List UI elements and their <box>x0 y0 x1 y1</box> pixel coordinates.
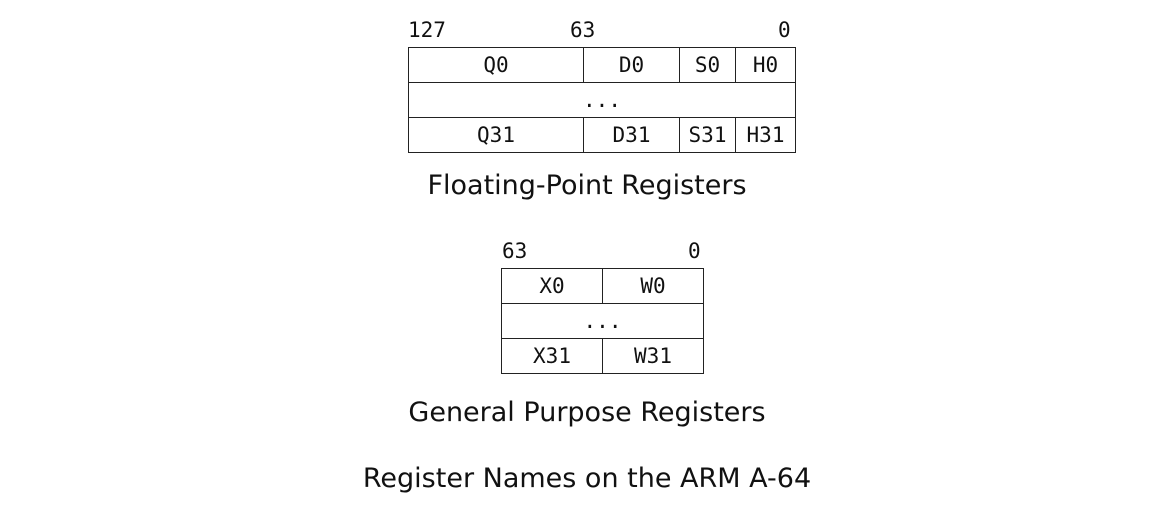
x31-cell: X31 <box>501 338 603 374</box>
fp-caption: Floating-Point Registers <box>427 170 747 201</box>
d31-cell: D31 <box>583 117 680 153</box>
q0-cell: Q0 <box>408 47 584 83</box>
fp-ellipsis-cell: ... <box>408 82 796 118</box>
h0-cell: H0 <box>735 47 796 83</box>
fp-register-row-first: Q0 D0 S0 H0 <box>408 47 796 83</box>
s31-cell: S31 <box>679 117 736 153</box>
x0-cell: X0 <box>501 268 603 304</box>
gp-register-row-ellipsis: ... <box>501 303 704 339</box>
w31-cell: W31 <box>602 338 704 374</box>
fp-bit-label-127: 127 <box>408 18 446 42</box>
d0-cell: D0 <box>583 47 680 83</box>
gp-ellipsis-cell: ... <box>501 303 704 339</box>
gp-bit-label-0: 0 <box>688 239 701 263</box>
fp-bit-label-63: 63 <box>570 18 596 42</box>
figure-caption: Register Names on the ARM A-64 <box>362 463 812 494</box>
h31-cell: H31 <box>735 117 796 153</box>
gp-register-row-last: X31 W31 <box>501 338 704 374</box>
gp-bit-label-63: 63 <box>502 239 528 263</box>
fp-register-row-last: Q31 D31 S31 H31 <box>408 117 796 153</box>
gp-caption: General Purpose Registers <box>408 397 766 428</box>
fp-bit-label-0: 0 <box>778 18 791 42</box>
fp-register-table: Q0 D0 S0 H0 ... Q31 D31 S31 H31 <box>408 47 796 153</box>
fp-register-row-ellipsis: ... <box>408 82 796 118</box>
q31-cell: Q31 <box>408 117 584 153</box>
w0-cell: W0 <box>602 268 704 304</box>
s0-cell: S0 <box>679 47 736 83</box>
gp-register-table: X0 W0 ... X31 W31 <box>501 268 704 374</box>
gp-register-row-first: X0 W0 <box>501 268 704 304</box>
